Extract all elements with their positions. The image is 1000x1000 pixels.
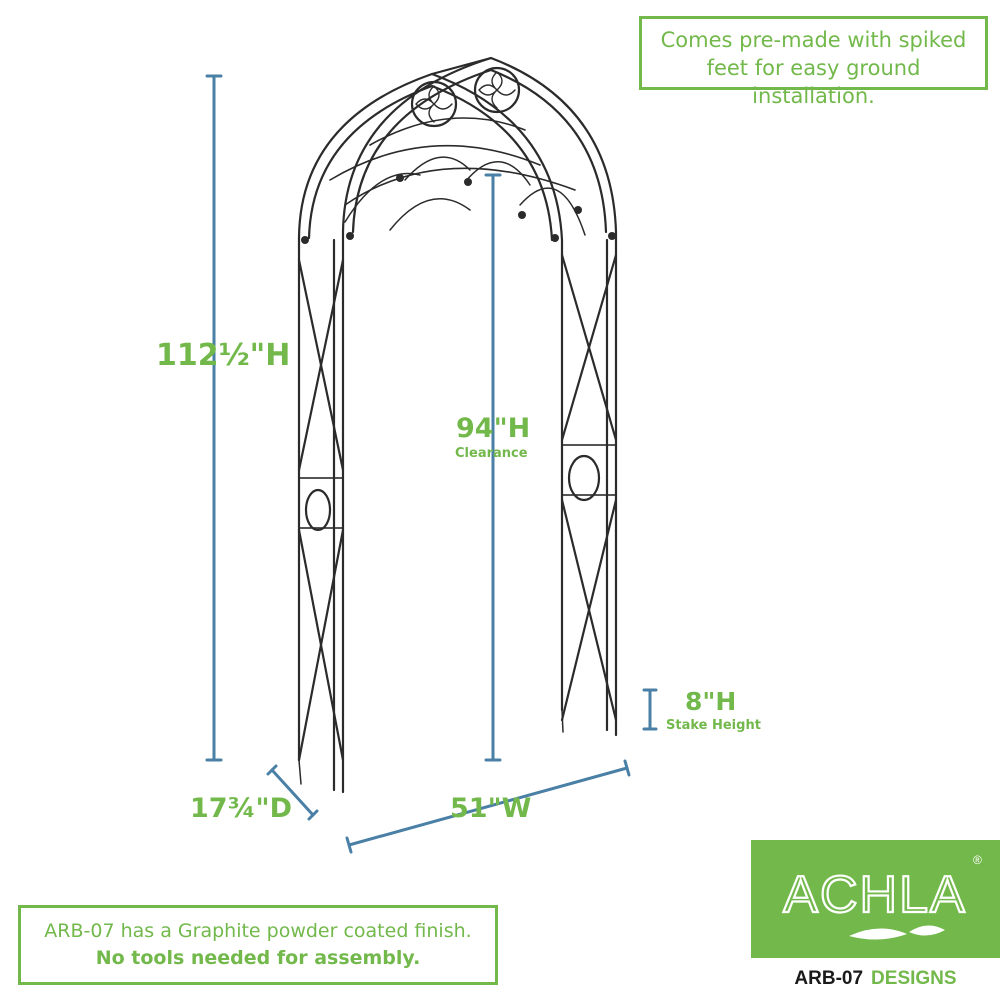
height-label: 112½"H [156, 338, 291, 373]
finish-note: ARB-07 has a Graphite powder coated fini… [18, 905, 498, 985]
installation-note-line2: feet for easy ground installation. [706, 56, 921, 108]
depth-label: 17¾"D [190, 793, 293, 824]
clearance-value: 94"H [456, 413, 531, 444]
installation-note-line1: Comes pre-made with spiked [660, 28, 967, 52]
model-code: ARB-07 [794, 968, 864, 989]
brand-footer: ARB-07 DESIGNS [751, 958, 1000, 1000]
clearance-label: Clearance [455, 446, 528, 461]
achla-logo: ACHLA ® [751, 840, 1000, 958]
logo-wordmark: ACHLA [783, 866, 966, 924]
finish-note-line2: No tools needed for assembly. [95, 947, 421, 969]
installation-note: Comes pre-made with spiked feet for easy… [639, 16, 988, 108]
width-label: 51"W [450, 793, 532, 824]
designs-word: DESIGNS [871, 968, 957, 989]
finish-note-line1: ARB-07 has a Graphite powder coated fini… [44, 920, 472, 942]
leaf-icon [849, 925, 945, 940]
stake-value: 8"H [685, 687, 737, 716]
depth-line [270, 768, 315, 817]
width-line [347, 766, 629, 847]
arbor-illustration [297, 56, 618, 794]
stake-label: Stake Height [666, 718, 761, 733]
registered-mark: ® [973, 853, 982, 867]
dimension-lines [205, 74, 658, 854]
